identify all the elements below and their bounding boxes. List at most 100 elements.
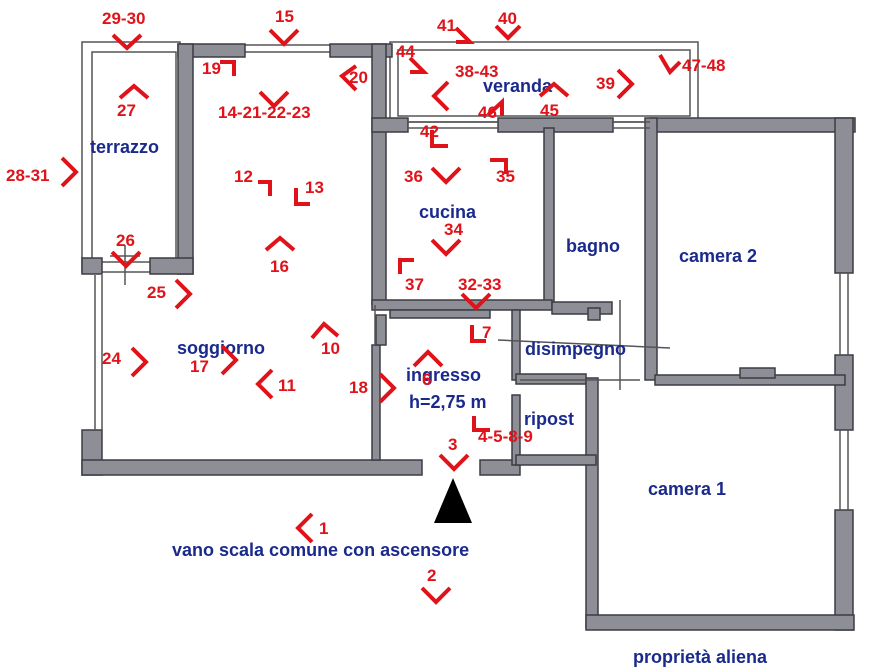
photo-number: 28-31: [6, 166, 49, 185]
photo-arrow-icon: [338, 64, 358, 92]
photo-number: 20: [349, 68, 368, 87]
photo-arrow-icon: [430, 130, 448, 148]
photo-arrow-icon: [130, 346, 149, 378]
photo-arrow-icon: [258, 180, 272, 196]
wall: [543, 127, 555, 307]
photo-arrow-icon: [220, 60, 236, 76]
wall: [81, 459, 423, 476]
photo-arrow-icon: [111, 33, 143, 51]
photo-arrow-icon: [430, 238, 462, 257]
photo-arrow-icon: [490, 158, 508, 174]
photo-arrow-icon: [294, 188, 310, 206]
photo-arrow-icon: [295, 512, 314, 544]
photo-numbers: 29-30 15 41 40 44 38-43 47-48 19 20 39 2…: [6, 7, 725, 585]
photo-number: 4-5-8-9: [478, 427, 533, 446]
room-cucina: cucina: [419, 202, 477, 222]
terrace-inner-line: [91, 51, 177, 263]
photo-arrow-icon: [430, 166, 462, 185]
room-veranda: veranda: [483, 76, 553, 96]
wall: [585, 614, 855, 631]
photo-number: 46: [478, 103, 497, 122]
door-line: [497, 339, 671, 349]
wall: [834, 354, 854, 431]
wall: [739, 367, 776, 379]
photo-arrow-icon: [398, 258, 414, 274]
photo-arrow-icon: [310, 321, 340, 340]
room-soggiorno: soggiorno: [177, 338, 265, 358]
photo-arrow-icon: [494, 24, 522, 41]
wall: [497, 117, 614, 133]
photo-number: 17: [190, 357, 209, 376]
wall: [371, 43, 387, 305]
photo-number: 47-48: [682, 56, 725, 75]
photo-number: 44: [396, 42, 415, 61]
photo-arrow-icon: [616, 68, 635, 100]
room-height: h=2,75 m: [409, 392, 487, 412]
photo-arrow-icon: [118, 83, 150, 100]
photo-number: 7: [482, 323, 491, 342]
wall: [644, 117, 658, 381]
wall: [649, 117, 856, 133]
photo-arrow-icon: [431, 80, 450, 112]
photo-arrow-icon: [408, 56, 429, 74]
photo-arrow-icon: [420, 586, 452, 605]
photo-arrow-icon: [220, 344, 239, 376]
adjacent-property-label: proprietà aliena: [633, 647, 768, 667]
photo-arrow-icon: [268, 28, 300, 47]
photo-number: 25: [147, 283, 166, 302]
photo-arrow-icon: [472, 416, 490, 432]
photo-number: 18: [349, 378, 368, 397]
wall: [511, 309, 521, 381]
photo-arrow-icon: [438, 453, 470, 472]
wall: [515, 373, 587, 385]
wall: [177, 43, 194, 275]
wall: [371, 117, 409, 133]
wall: [375, 314, 387, 346]
photo-arrow-icon: [264, 235, 296, 252]
room-camera-2: camera 2: [679, 246, 757, 266]
wall: [585, 377, 599, 629]
photo-arrow-icon: [486, 97, 504, 117]
photo-number: 15: [275, 7, 294, 26]
photo-arrows: [60, 24, 682, 605]
photo-arrow-icon: [470, 325, 486, 343]
photo-number: 42: [420, 122, 439, 141]
photo-number: 26: [116, 231, 135, 250]
wall: [371, 344, 381, 461]
wall: [834, 509, 854, 631]
photo-arrow-icon: [255, 368, 274, 400]
photo-number: 12: [234, 167, 253, 186]
photo-number: 11: [278, 376, 296, 395]
photo-number: 1: [319, 519, 328, 538]
photo-number: 3: [448, 435, 457, 454]
room-labels: terrazzo veranda soggiorno cucina bagno …: [90, 76, 768, 667]
photo-number: 10: [321, 339, 340, 358]
room-disimpegno: disimpegno: [525, 339, 626, 359]
photo-number: 34: [444, 220, 463, 239]
photo-number: 35: [496, 167, 515, 186]
wall: [81, 257, 103, 275]
photo-arrow-icon: [658, 53, 682, 76]
photo-number: 38-43: [455, 62, 498, 81]
photo-number: 41: [437, 16, 456, 35]
photo-arrow-icon: [60, 156, 79, 188]
photo-number: 2: [427, 566, 436, 585]
photo-arrow-icon: [110, 250, 142, 269]
wall: [479, 459, 521, 476]
walls: [81, 43, 856, 631]
photo-number: 36: [404, 167, 423, 186]
wall: [149, 257, 194, 275]
photo-number: 14-21-22-23: [218, 103, 311, 122]
photo-number: 45: [540, 101, 559, 120]
photo-number: 37: [405, 275, 424, 294]
openings: [94, 121, 849, 510]
wall: [551, 301, 613, 315]
wall: [515, 454, 597, 466]
photo-number: 16: [270, 257, 289, 276]
photo-number: 6: [422, 370, 431, 389]
room-ripost: ripost: [524, 409, 574, 429]
photo-arrow-icon: [174, 278, 193, 310]
photo-arrow-icon: [378, 372, 397, 404]
photo-number: 24: [102, 349, 121, 368]
